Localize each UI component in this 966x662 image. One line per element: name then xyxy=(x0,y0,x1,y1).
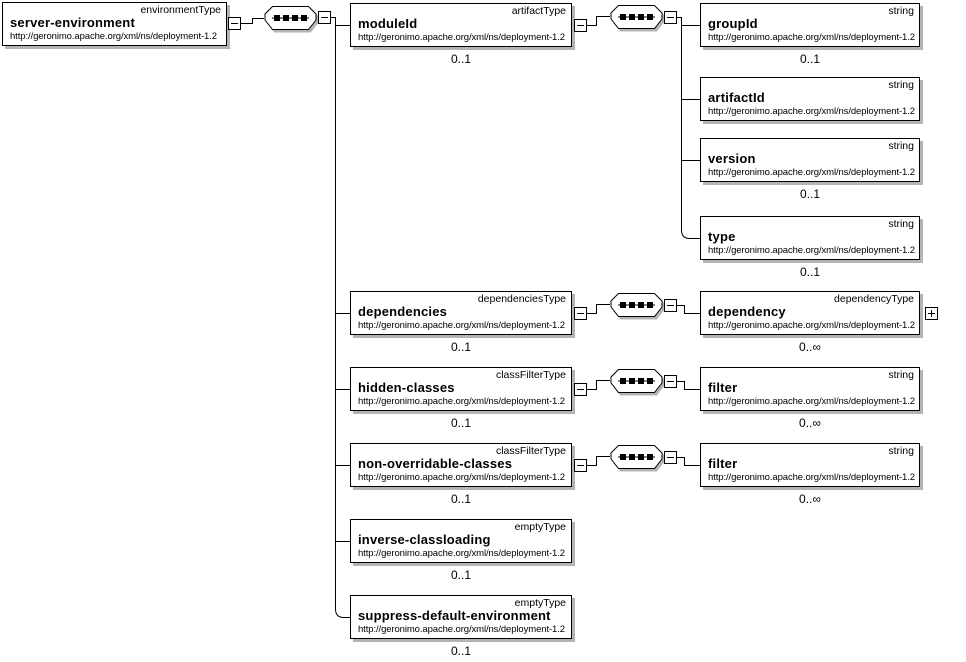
type-label: string xyxy=(888,79,914,91)
namespace-url: http://geronimo.apache.org/xml/ns/deploy… xyxy=(358,320,565,331)
namespace-url: http://geronimo.apache.org/xml/ns/deploy… xyxy=(10,31,217,42)
element-name: artifactId xyxy=(708,90,765,105)
element-name: filter xyxy=(708,380,738,395)
element-name: version xyxy=(708,151,756,166)
type-label: artifactType xyxy=(511,5,566,17)
element-box-filter-non-overridable[interactable]: string filter http://geronimo.apache.org… xyxy=(700,443,920,487)
element-box-suppress-default-environment[interactable]: emptyType suppress-default-environment h… xyxy=(350,595,572,639)
cardinality-label: 0..1 xyxy=(450,568,471,582)
sequence-icon-moduleid[interactable] xyxy=(610,5,666,33)
cardinality-label: 0..1 xyxy=(450,644,471,658)
type-label: emptyType xyxy=(514,597,566,609)
collapse-toggle-dependencies-sequence[interactable] xyxy=(664,299,677,312)
element-name: server-environment xyxy=(10,15,135,30)
collapse-toggle-root-sequence[interactable] xyxy=(318,11,331,24)
collapse-toggle-hidden-classes-sequence[interactable] xyxy=(664,375,677,388)
element-box-server-environment[interactable]: environmentType server-environment http:… xyxy=(2,2,227,46)
element-box-type[interactable]: string type http://geronimo.apache.org/x… xyxy=(700,216,920,260)
element-name: filter xyxy=(708,456,738,471)
element-name: groupId xyxy=(708,16,758,31)
cardinality-label: 0..1 xyxy=(450,340,471,354)
expand-toggle-dependency[interactable] xyxy=(925,307,938,320)
namespace-url: http://geronimo.apache.org/xml/ns/deploy… xyxy=(358,396,565,407)
namespace-url: http://geronimo.apache.org/xml/ns/deploy… xyxy=(708,32,915,43)
namespace-url: http://geronimo.apache.org/xml/ns/deploy… xyxy=(708,245,915,256)
element-box-non-overridable-classes[interactable]: classFilterType non-overridable-classes … xyxy=(350,443,572,487)
collapse-toggle-dependencies[interactable] xyxy=(574,307,587,320)
element-box-groupid[interactable]: string groupId http://geronimo.apache.or… xyxy=(700,3,920,47)
element-box-moduleid[interactable]: artifactType moduleId http://geronimo.ap… xyxy=(350,3,572,47)
cardinality-label: 0..1 xyxy=(450,492,471,506)
namespace-url: http://geronimo.apache.org/xml/ns/deploy… xyxy=(708,472,915,483)
type-label: emptyType xyxy=(514,521,566,533)
element-box-version[interactable]: string version http://geronimo.apache.or… xyxy=(700,138,920,182)
element-box-hidden-classes[interactable]: classFilterType hidden-classes http://ge… xyxy=(350,367,572,411)
namespace-url: http://geronimo.apache.org/xml/ns/deploy… xyxy=(708,320,915,331)
cardinality-label: 0..1 xyxy=(799,265,820,279)
type-label: string xyxy=(888,5,914,17)
collapse-toggle-hidden-classes[interactable] xyxy=(574,383,587,396)
cardinality-label: 0..∞ xyxy=(799,492,821,506)
element-name: dependency xyxy=(708,304,786,319)
type-label: dependenciesType xyxy=(477,293,566,305)
namespace-url: http://geronimo.apache.org/xml/ns/deploy… xyxy=(358,548,565,559)
sequence-icon-non-overridable-classes[interactable] xyxy=(610,445,666,473)
namespace-url: http://geronimo.apache.org/xml/ns/deploy… xyxy=(708,106,915,117)
type-label: classFilterType xyxy=(495,369,566,381)
type-label: environmentType xyxy=(140,4,221,16)
element-name: suppress-default-environment xyxy=(358,608,551,623)
cardinality-label: 0..1 xyxy=(450,416,471,430)
cardinality-label: 0..1 xyxy=(450,52,471,66)
type-label: string xyxy=(888,445,914,457)
collapse-toggle-moduleid[interactable] xyxy=(574,19,587,32)
element-box-inverse-classloading[interactable]: emptyType inverse-classloading http://ge… xyxy=(350,519,572,563)
collapse-toggle-non-overridable-sequence[interactable] xyxy=(664,451,677,464)
sequence-icon-root[interactable] xyxy=(264,6,320,34)
type-label: classFilterType xyxy=(495,445,566,457)
element-name: dependencies xyxy=(358,304,448,319)
cardinality-label: 0..∞ xyxy=(799,416,821,430)
element-name: moduleId xyxy=(358,16,418,31)
element-name: hidden-classes xyxy=(358,380,455,395)
namespace-url: http://geronimo.apache.org/xml/ns/deploy… xyxy=(708,167,915,178)
element-name: type xyxy=(708,229,736,244)
element-box-artifactid[interactable]: string artifactId http://geronimo.apache… xyxy=(700,77,920,121)
namespace-url: http://geronimo.apache.org/xml/ns/deploy… xyxy=(708,396,915,407)
type-label: string xyxy=(888,140,914,152)
collapse-toggle-moduleid-sequence[interactable] xyxy=(664,11,677,24)
namespace-url: http://geronimo.apache.org/xml/ns/deploy… xyxy=(358,624,565,635)
cardinality-label: 0..∞ xyxy=(799,340,821,354)
type-label: dependencyType xyxy=(834,293,914,305)
namespace-url: http://geronimo.apache.org/xml/ns/deploy… xyxy=(358,32,565,43)
type-label: string xyxy=(888,369,914,381)
element-name: non-overridable-classes xyxy=(358,456,513,471)
cardinality-label: 0..1 xyxy=(799,52,820,66)
element-name: inverse-classloading xyxy=(358,532,491,547)
cardinality-label: 0..1 xyxy=(799,187,820,201)
collapse-toggle-server-environment[interactable] xyxy=(228,17,241,30)
sequence-icon-hidden-classes[interactable] xyxy=(610,369,666,397)
sequence-icon-dependencies[interactable] xyxy=(610,293,666,321)
element-box-dependencies[interactable]: dependenciesType dependencies http://ger… xyxy=(350,291,572,335)
type-label: string xyxy=(888,218,914,230)
element-box-dependency[interactable]: dependencyType dependency http://geronim… xyxy=(700,291,920,335)
namespace-url: http://geronimo.apache.org/xml/ns/deploy… xyxy=(358,472,565,483)
collapse-toggle-non-overridable-classes[interactable] xyxy=(574,459,587,472)
element-box-filter-hidden[interactable]: string filter http://geronimo.apache.org… xyxy=(700,367,920,411)
